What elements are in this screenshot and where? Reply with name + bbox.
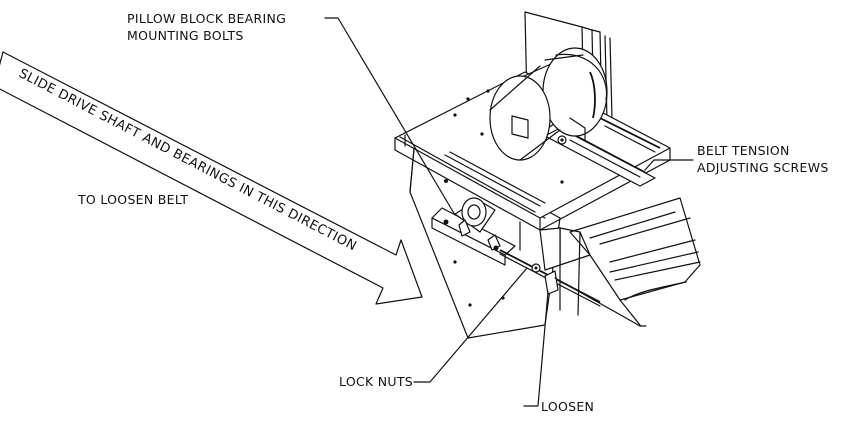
direction-arrow: SLIDE DRIVE SHAFT AND BEARINGS IN THIS D… xyxy=(0,51,423,305)
loosen-label: LOOSEN xyxy=(541,399,594,414)
pillow-block-label-line2: MOUNTING BOLTS xyxy=(127,28,244,43)
pillow-block-label-line1: PILLOW BLOCK BEARING xyxy=(127,11,286,26)
belt-tension-label-line1: BELT TENSION xyxy=(697,143,790,158)
callout-labels: PILLOW BLOCK BEARING MOUNTING BOLTS BELT… xyxy=(77,11,829,414)
leader-lines xyxy=(324,17,694,407)
direction-arrow-label: SLIDE DRIVE SHAFT AND BEARINGS IN THIS D… xyxy=(16,66,359,254)
drive-assembly xyxy=(394,11,701,339)
pillow-block-bearing xyxy=(431,197,516,266)
to-loosen-belt-label: TO LOOSEN BELT xyxy=(77,192,188,207)
belt-tension-label-line2: ADJUSTING SCREWS xyxy=(697,160,829,175)
lock-nuts-label: LOCK NUTS xyxy=(339,374,413,389)
